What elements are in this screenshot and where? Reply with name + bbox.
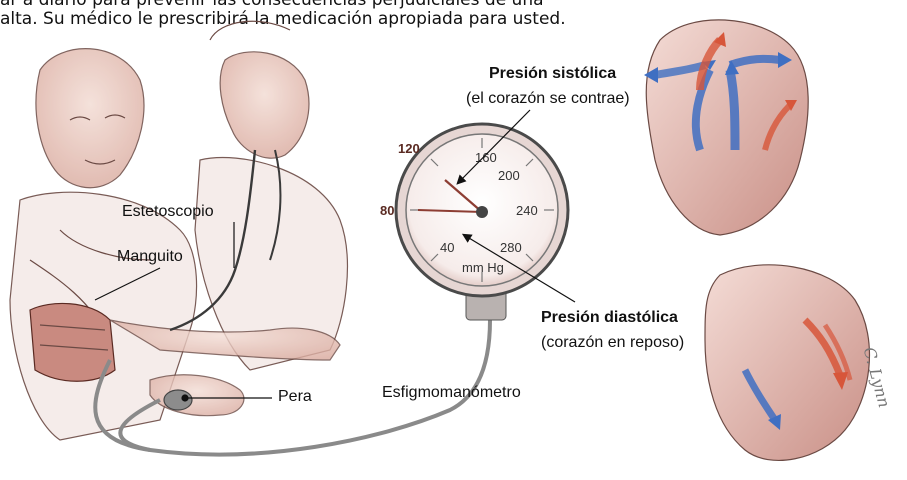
gauge-tick-280: 280 bbox=[500, 240, 522, 255]
label-manguito: Manguito bbox=[117, 248, 183, 266]
label-systolic-sub: (el corazón se contrae) bbox=[466, 90, 630, 108]
gauge-tick-200: 200 bbox=[498, 168, 520, 183]
heart-systole bbox=[644, 20, 808, 235]
label-estetoscopio: Estetoscopio bbox=[122, 203, 214, 221]
gauge-tick-40: 40 bbox=[440, 240, 454, 255]
gauge-side-80: 80 bbox=[380, 203, 394, 218]
label-diastolic-title: Presión diastólica bbox=[541, 309, 678, 327]
label-diastolic-sub: (corazón en reposo) bbox=[541, 334, 684, 352]
label-esfigmomanometro: Esfigmomanómetro bbox=[382, 384, 521, 402]
heart-diastole bbox=[705, 265, 869, 461]
gauge-side-120: 120 bbox=[398, 141, 420, 156]
gauge-tick-240: 240 bbox=[516, 203, 538, 218]
gauge-unit: mm Hg bbox=[462, 260, 504, 275]
sphygmomanometer-gauge: 160 200 240 280 40 mm Hg bbox=[396, 124, 568, 320]
label-systolic-title: Presión sistólica bbox=[489, 65, 616, 83]
label-pera: Pera bbox=[278, 388, 312, 406]
